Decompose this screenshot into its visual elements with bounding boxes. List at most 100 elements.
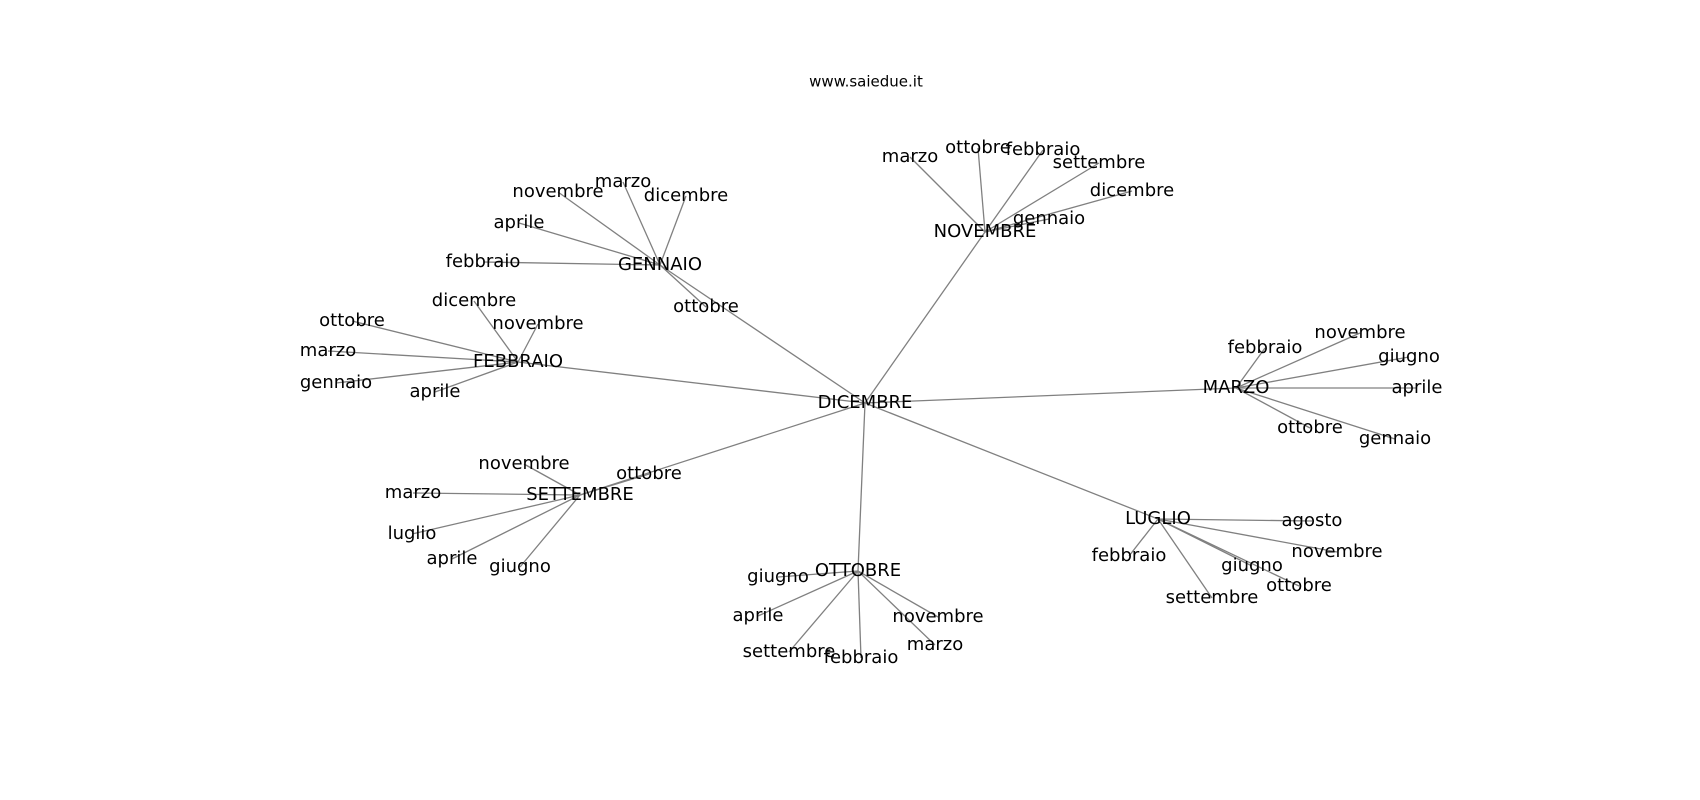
leaf-node-label: gennaio — [1359, 428, 1431, 449]
leaf-node-label: ottobre — [319, 310, 385, 331]
hub-leaf-edge — [857, 570, 939, 618]
hub-leaf-edge — [451, 494, 581, 560]
leaf-node-label: novembre — [492, 313, 583, 334]
hub-leaf-edge — [557, 191, 661, 266]
hub-node-label: OTTOBRE — [815, 560, 901, 581]
hub-node-label: SETTEMBRE — [526, 484, 634, 505]
hub-leaf-edge — [1157, 518, 1313, 522]
root-hub-edge — [864, 402, 1159, 520]
hub-leaf-edge — [351, 320, 519, 363]
hub-node-label: NOVEMBRE — [934, 221, 1037, 242]
leaf-node-label: giugno — [1378, 346, 1440, 367]
hub-leaf-edge — [1235, 332, 1361, 389]
leaf-node-label: novembre — [1314, 322, 1405, 343]
hub-leaf-edge — [517, 323, 539, 363]
root-hub-edge — [659, 264, 866, 404]
hub-leaf-edge — [1235, 356, 1410, 389]
source-label: www.saiedue.it — [809, 73, 923, 91]
leaf-node-label: settembre — [743, 641, 836, 662]
leaf-node-label: novembre — [512, 181, 603, 202]
hub-leaf-edge — [335, 361, 519, 384]
leaf-node-label: luglio — [388, 523, 437, 544]
hub-leaf-edge — [1235, 387, 1311, 429]
hub-leaf-edge — [518, 222, 661, 266]
hub-leaf-edge — [659, 264, 707, 308]
root-hub-edge — [864, 231, 986, 404]
leaf-node-label: marzo — [595, 171, 651, 192]
hub-leaf-edge — [977, 147, 986, 233]
leaf-node-label: dicembre — [1090, 180, 1174, 201]
leaf-node-label: febbraio — [1228, 337, 1303, 358]
leaf-node-label: febbraio — [824, 647, 899, 668]
leaf-node-label: gennaio — [300, 372, 372, 393]
leaf-node-label: marzo — [300, 340, 356, 361]
leaf-node-label: febbraio — [446, 251, 521, 272]
edges-layer — [327, 147, 1417, 659]
leaf-node-label: gennaio — [1013, 208, 1085, 229]
leaf-node-label: aprile — [410, 381, 461, 402]
leaf-node-label: giugno — [489, 556, 551, 577]
hub-leaf-edge — [579, 473, 650, 496]
hub-leaf-edge — [857, 570, 936, 646]
hub-node-label: FEBBRAIO — [473, 351, 563, 372]
hub-leaf-edge — [523, 463, 581, 496]
hub-leaf-edge — [984, 149, 1044, 233]
leaf-node-label: marzo — [882, 146, 938, 167]
hub-leaf-edge — [777, 570, 859, 578]
leaf-node-label: dicembre — [644, 185, 728, 206]
leaf-node-label: febbraio — [1006, 139, 1081, 160]
leaf-node-label: marzo — [907, 634, 963, 655]
root-hub-edge — [864, 387, 1237, 404]
leaf-node-label: aprile — [733, 605, 784, 626]
hub-node-label: MARZO — [1203, 377, 1270, 398]
leaf-node-label: ottobre — [945, 137, 1011, 158]
hub-leaf-edge — [1157, 518, 1300, 587]
labels-layer: DICEMBREGENNAIOnovembremarzodicembreapri… — [300, 137, 1443, 668]
hub-leaf-edge — [1157, 518, 1338, 553]
root-node-label: DICEMBRE — [818, 392, 913, 413]
leaf-node-label: ottobre — [1277, 417, 1343, 438]
hub-leaf-edge — [857, 570, 862, 659]
hub-leaf-edge — [482, 261, 661, 266]
leaf-node-label: giugno — [1221, 555, 1283, 576]
leaf-node-label: aprile — [1392, 377, 1443, 398]
leaf-node-label: novembre — [892, 606, 983, 627]
leaf-node-label: dicembre — [432, 290, 516, 311]
hub-leaf-edge — [411, 494, 581, 535]
hub-leaf-edge — [412, 492, 581, 496]
leaf-node-label: aprile — [427, 548, 478, 569]
hub-leaf-edge — [327, 350, 519, 363]
root-hub-edge — [857, 402, 866, 572]
hub-leaf-edge — [984, 218, 1050, 233]
leaf-node-label: ottobre — [673, 296, 739, 317]
leaf-node-label: settembre — [1166, 587, 1259, 608]
hub-leaf-edge — [1157, 518, 1213, 599]
hub-leaf-edge — [473, 300, 519, 363]
hub-node-label: GENNAIO — [618, 254, 702, 275]
root-hub-edge — [517, 361, 866, 404]
hub-leaf-edge — [788, 570, 859, 653]
hub-leaf-edge — [757, 570, 859, 617]
hub-leaf-edge — [1128, 518, 1159, 557]
hub-leaf-edge — [984, 162, 1100, 233]
leaf-node-label: febbraio — [1092, 545, 1167, 566]
leaf-node-label: novembre — [478, 453, 569, 474]
leaf-node-label: novembre — [1291, 541, 1382, 562]
hub-leaf-edge — [434, 361, 519, 393]
hub-node-label: LUGLIO — [1125, 508, 1191, 529]
hub-leaf-edge — [519, 494, 581, 568]
root-hub-edge — [579, 402, 866, 496]
hub-leaf-edge — [1235, 387, 1396, 440]
leaf-node-label: ottobre — [1266, 575, 1332, 596]
hub-leaf-edge — [984, 190, 1133, 233]
leaf-node-label: marzo — [385, 482, 441, 503]
leaf-node-label: aprile — [494, 212, 545, 233]
leaf-node-label: ottobre — [616, 463, 682, 484]
hub-leaf-edge — [1235, 347, 1266, 389]
leaf-node-label: agosto — [1282, 510, 1343, 531]
hub-leaf-edge — [622, 181, 661, 266]
hub-leaf-edge — [909, 156, 986, 233]
hub-leaf-edge — [659, 195, 687, 266]
leaf-node-label: giugno — [747, 566, 809, 587]
